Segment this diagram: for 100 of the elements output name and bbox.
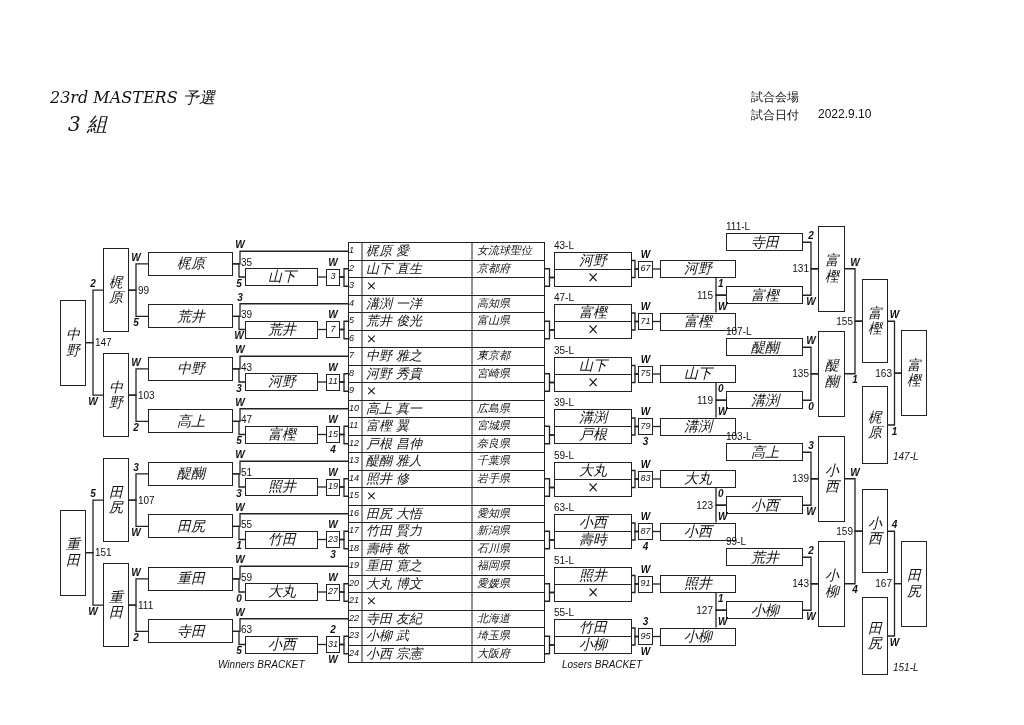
player-name-box: 重田 [60, 509, 86, 596]
score-label: 1 [852, 375, 858, 386]
player-name-box: 田尻 [103, 458, 129, 543]
score-label: 1 [236, 541, 242, 551]
player-name-box: 中野 [148, 356, 233, 381]
score-label: W [235, 397, 245, 408]
player-row [348, 487, 545, 506]
player-row [348, 347, 545, 366]
player-name-box: 山下 [660, 365, 736, 383]
player-row [348, 452, 545, 471]
player-row [348, 364, 545, 383]
player-name-box: 照井 [245, 478, 318, 496]
player-name-box: 田尻 [148, 514, 233, 539]
score-label: W [889, 310, 900, 321]
player-name: 小柳 武 [366, 628, 410, 645]
match-number-box: 95 [638, 628, 653, 645]
match-number-box: 19 [326, 478, 340, 496]
seed-number: 11 [349, 419, 359, 433]
player-name-box: 高上 [726, 443, 803, 462]
score-label: 1 [891, 426, 898, 437]
bracket-line [631, 583, 639, 594]
bracket-line [631, 373, 639, 384]
player-name-box: 醍醐 [818, 330, 845, 417]
score-label: 2 [90, 279, 96, 290]
player-name-box: 小柳 [818, 540, 845, 627]
bracket-line [802, 583, 819, 611]
seed-number: 21 [349, 594, 359, 608]
player-prefecture: 岩手県 [477, 470, 510, 487]
score-label: W [235, 345, 245, 356]
match-number-box: 67 [638, 260, 653, 278]
player-name: × [366, 278, 377, 295]
seed-number: 4 [349, 296, 354, 310]
match-number: 103 [138, 389, 155, 401]
match-number-box: 83 [638, 470, 653, 488]
bracket-line [887, 372, 902, 426]
score-label: 5 [236, 646, 242, 656]
player-row [348, 382, 545, 401]
match-number-box: 79 [638, 418, 653, 435]
seed-number: 15 [349, 489, 359, 503]
bracket-line [317, 486, 327, 488]
seed-number: 3 [349, 279, 354, 293]
score-label: 5 [133, 317, 139, 328]
player-prefecture: 福岡県 [477, 558, 510, 575]
score-label: W [806, 611, 816, 622]
venue-label: 試合会場 [751, 89, 799, 106]
score-label: W [640, 354, 651, 365]
player-name-box: 醍醐 [726, 338, 803, 357]
seed-number: 1 [349, 244, 354, 258]
bracket-line [128, 394, 149, 423]
seed-number: 9 [349, 384, 354, 398]
match-number: 143 [792, 578, 809, 590]
seed-number: 19 [349, 559, 359, 573]
score-label: 1 [718, 594, 724, 604]
player-name-box: 壽時 [554, 531, 632, 549]
source-match-label: 151-L [893, 662, 919, 673]
player-name: 河野 秀貴 [366, 365, 423, 382]
player-name-box: 河野 [660, 260, 736, 278]
player-name: 山下 直生 [366, 260, 423, 277]
match-number: 123 [696, 499, 713, 511]
seed-number: 6 [349, 331, 354, 345]
player-name-box: 山下 [554, 356, 632, 375]
seed-number: 14 [349, 471, 359, 485]
bracket-line [232, 315, 246, 331]
score-label: W [235, 450, 245, 461]
match-number: 99 [138, 284, 150, 296]
score-label: 3 [236, 383, 242, 394]
seed-number: 7 [349, 349, 354, 363]
bracket-line [232, 263, 246, 278]
bracket-line [631, 425, 639, 436]
bracket-line [631, 530, 639, 541]
bracket-line [631, 312, 639, 323]
seed-number: 5 [349, 314, 354, 328]
bracket-line [544, 434, 555, 445]
source-match-label: 39-L [554, 397, 574, 408]
match-number-box: 23 [326, 531, 340, 548]
score-label: 2 [330, 625, 336, 636]
player-name: 壽時 敬 [366, 540, 410, 557]
score-label: W [889, 637, 900, 648]
player-name-box: 荒井 [148, 304, 233, 329]
source-match-label: 51-L [554, 554, 574, 566]
score-label: W [328, 655, 338, 666]
score-label: W [640, 249, 651, 260]
bracket-line [339, 591, 349, 602]
score-label: W [640, 564, 651, 575]
score-label: 4 [642, 541, 649, 552]
player-row [348, 469, 545, 488]
group-label: 3 組 [68, 111, 108, 138]
bracket-line [339, 276, 349, 287]
score-label: W [718, 511, 728, 522]
player-prefecture: 広島県 [477, 400, 510, 417]
match-number: 59 [241, 571, 253, 583]
bracket-line [844, 530, 863, 585]
player-name: × [366, 593, 377, 610]
bracket-line [317, 276, 327, 278]
bracket-line [631, 574, 639, 585]
bracket-line [85, 551, 104, 606]
player-name-box: 戸根 [554, 426, 632, 444]
score-label: 2 [133, 422, 139, 433]
bracket-line [317, 591, 327, 593]
page-title: 23rd MASTERS 予選 [50, 88, 215, 109]
